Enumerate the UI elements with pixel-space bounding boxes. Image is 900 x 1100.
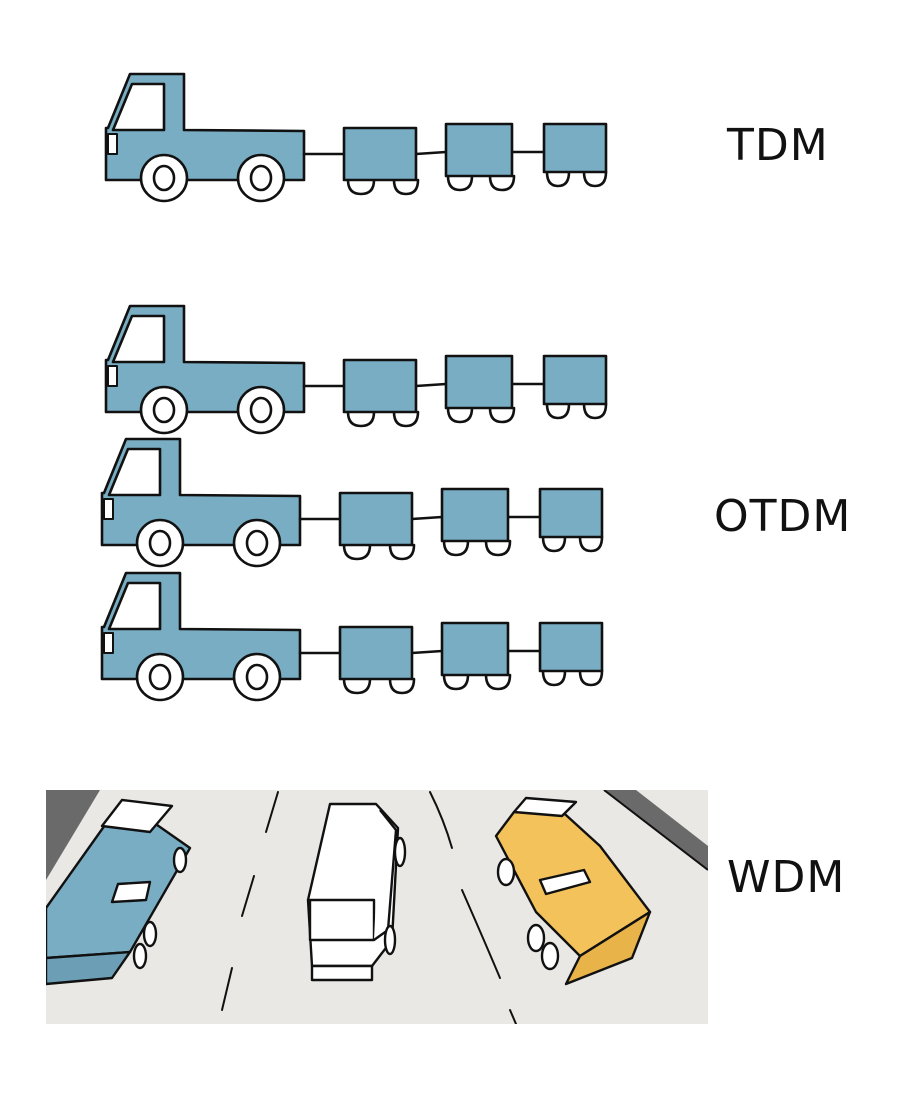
truck-train-icon	[100, 437, 604, 568]
blue-vehicle-icon	[46, 798, 192, 986]
truck-train-icon	[104, 304, 608, 435]
truck-train-icon	[104, 72, 608, 203]
wdm-label: WDM	[727, 852, 846, 903]
tdm-label: TDM	[727, 120, 829, 171]
white-vehicle-icon	[306, 802, 407, 982]
otdm-label: OTDM	[714, 491, 852, 542]
tdm-train	[104, 72, 608, 203]
yellow-vehicle-icon	[494, 796, 652, 986]
otdm-trains	[100, 304, 608, 702]
truck-train-icon	[100, 571, 604, 702]
wdm-road	[46, 790, 708, 1024]
